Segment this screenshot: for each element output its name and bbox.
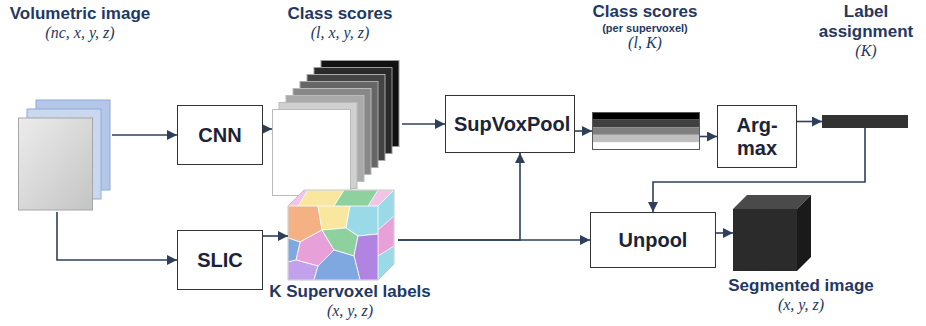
flow-arrow xyxy=(263,128,272,130)
illustration-part xyxy=(288,190,394,206)
box-label: Arg- max xyxy=(726,114,788,160)
flow-arrow xyxy=(263,235,288,237)
flow-arrow xyxy=(402,123,445,125)
image-label: K Supervoxel labels(x, y, z) xyxy=(250,282,450,320)
dimension-label: (nc, x, y, z) xyxy=(0,24,160,42)
volume-illustration xyxy=(18,100,112,212)
box-label: SLIC xyxy=(197,249,243,272)
illustration-part xyxy=(288,206,378,280)
illustration-part xyxy=(592,135,700,143)
illustration-part xyxy=(288,206,378,280)
bar-label: Label assignment(K) xyxy=(812,2,920,60)
image-label: Volumetric image(nc, x, y, z) xyxy=(0,4,160,42)
heading: Segmented image xyxy=(716,276,886,296)
process-box: Arg- max xyxy=(717,105,797,168)
box-label: Unpool xyxy=(619,229,688,252)
dimension-label: (x, y, z) xyxy=(250,302,450,320)
class-score-stack xyxy=(272,60,402,198)
flow-arrow xyxy=(797,121,822,123)
segmented-cube xyxy=(733,195,813,271)
flow-arrow xyxy=(700,136,717,138)
flow-arrow xyxy=(112,134,177,136)
flow-arrow xyxy=(398,153,520,240)
illustration-part xyxy=(592,142,700,150)
illustration-part xyxy=(288,190,394,280)
illustration-part xyxy=(288,260,318,280)
image-label: Class scores(l, x, y, z) xyxy=(262,4,418,42)
illustration-part xyxy=(822,115,908,128)
flow-arrow xyxy=(716,232,733,234)
bar-label: Class scores(per supervoxel)(l, K) xyxy=(578,2,712,52)
illustration-part xyxy=(592,112,700,120)
illustration-part xyxy=(733,209,797,271)
heading: K Supervoxel labels xyxy=(250,282,450,302)
dimension-label: (l, K) xyxy=(578,34,712,52)
illustration-part xyxy=(288,238,300,262)
flow-arrow xyxy=(398,239,590,241)
supervoxel-cube xyxy=(288,190,398,282)
dimension-label: (l, x, y, z) xyxy=(262,24,418,42)
process-box: CNN xyxy=(177,105,263,165)
illustration-part xyxy=(19,118,93,210)
illustration-part xyxy=(592,120,700,128)
image-label: Segmented image(x, y, z) xyxy=(716,276,886,314)
process-box: SLIC xyxy=(177,230,263,290)
illustration-part xyxy=(593,113,700,150)
heading: Label assignment xyxy=(812,2,920,42)
illustration-part xyxy=(314,250,360,280)
illustration-part xyxy=(273,110,351,196)
illustration-part xyxy=(797,195,811,271)
process-box: Unpool xyxy=(590,212,716,268)
dimension-label: (x, y, z) xyxy=(716,296,886,314)
illustration-part xyxy=(334,190,378,206)
illustration-part xyxy=(318,206,350,230)
dimension-label: (per supervoxel) xyxy=(578,22,712,34)
heading: Volumetric image xyxy=(0,4,160,24)
box-label: CNN xyxy=(198,124,241,147)
score-bar xyxy=(592,112,700,150)
label-bar xyxy=(822,115,908,128)
illustration-part xyxy=(378,216,394,256)
process-box: SupVoxPool xyxy=(445,95,575,153)
illustration-part xyxy=(592,127,700,135)
box-label: SupVoxPool xyxy=(454,113,566,136)
heading: Class scores xyxy=(262,4,418,24)
flow-arrow xyxy=(575,130,592,132)
heading: Class scores xyxy=(578,2,712,22)
illustration-part xyxy=(288,190,394,206)
flow-arrow xyxy=(57,212,177,260)
dimension-label: (K) xyxy=(812,42,920,60)
